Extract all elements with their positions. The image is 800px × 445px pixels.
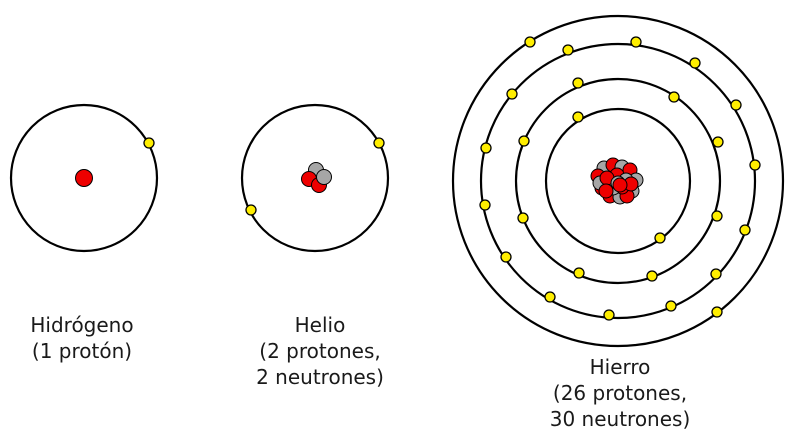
electron-icon bbox=[654, 232, 666, 244]
electron-icon bbox=[524, 36, 536, 48]
electron-icon bbox=[749, 159, 761, 171]
caption-iron-name: Hierro bbox=[589, 355, 651, 379]
atom-helium bbox=[240, 103, 390, 253]
electron-icon bbox=[739, 224, 751, 236]
electron-icon bbox=[646, 270, 658, 282]
orbit-shell-1 bbox=[240, 103, 390, 253]
electron-icon bbox=[479, 199, 491, 211]
caption-hydrogen: Hidrógeno (1 protón) bbox=[2, 312, 162, 364]
electron-icon bbox=[711, 210, 723, 222]
electron-icon bbox=[572, 111, 584, 123]
electron-icon bbox=[506, 88, 518, 100]
electron-icon bbox=[712, 136, 724, 148]
electron-icon bbox=[710, 268, 722, 280]
atom-hydrogen bbox=[9, 103, 159, 253]
electron-icon bbox=[711, 306, 723, 318]
neutron-icon bbox=[316, 169, 332, 185]
orbit-shell-3 bbox=[479, 42, 757, 320]
proton-icon bbox=[75, 169, 93, 187]
electron-icon bbox=[630, 36, 642, 48]
electron-icon bbox=[689, 57, 701, 69]
atom-iron bbox=[451, 14, 785, 348]
electron-icon bbox=[245, 204, 257, 216]
electron-icon bbox=[603, 309, 615, 321]
electron-icon bbox=[480, 142, 492, 154]
caption-helium: Helio (2 protones, 2 neutrones) bbox=[238, 312, 402, 390]
caption-iron-neutrons: 30 neutrones) bbox=[549, 407, 691, 431]
caption-helium-protons: (2 protones, bbox=[259, 339, 381, 363]
caption-helium-neutrons: 2 neutrones) bbox=[256, 365, 384, 389]
electron-icon bbox=[518, 135, 530, 147]
caption-hydrogen-detail: (1 protón) bbox=[31, 339, 133, 363]
proton-icon bbox=[598, 183, 614, 199]
orbit-shell-2 bbox=[514, 77, 722, 285]
electron-icon bbox=[500, 251, 512, 263]
caption-hydrogen-name: Hidrógeno bbox=[30, 313, 134, 337]
electron-icon bbox=[668, 91, 680, 103]
electron-icon bbox=[517, 212, 529, 224]
electron-icon bbox=[573, 267, 585, 279]
electron-icon bbox=[665, 300, 677, 312]
electron-icon bbox=[373, 137, 385, 149]
electron-icon bbox=[562, 44, 574, 56]
caption-iron-protons: (26 protones, bbox=[552, 381, 688, 405]
caption-helium-name: Helio bbox=[294, 313, 346, 337]
electron-icon bbox=[544, 291, 556, 303]
caption-iron: Hierro (26 protones, 30 neutrones) bbox=[535, 354, 705, 432]
orbit-shell-4 bbox=[451, 14, 785, 348]
orbit-shell-1 bbox=[544, 107, 692, 255]
electron-icon bbox=[143, 137, 155, 149]
electron-icon bbox=[730, 99, 742, 111]
electron-icon bbox=[572, 77, 584, 89]
proton-icon bbox=[612, 177, 628, 193]
orbit-shell-1 bbox=[9, 103, 159, 253]
